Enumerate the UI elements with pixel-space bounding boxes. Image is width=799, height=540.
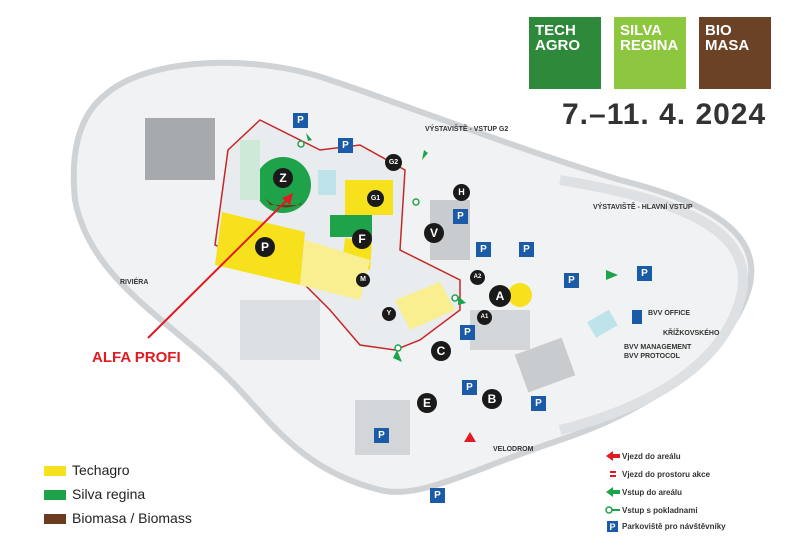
parking-icon: P [374,428,389,443]
pavilion-a-yellow [508,283,532,307]
entrance-arrow-5 [393,350,402,362]
techagro-area-light [300,240,370,300]
pavilion-a: A [489,285,511,307]
building-grey-6 [240,300,320,360]
building-grey-4 [355,400,410,455]
entrance-arrow-2 [422,150,428,160]
legend-techagro: Techagro [44,461,130,479]
parking-icon: P [476,242,491,257]
parking-icon: P [293,113,308,128]
parking-icon: P [531,396,546,411]
label-vstup-g2: VÝSTAVIŠTĚ - VSTUP G2 [425,126,509,133]
pavilion-c: C [431,341,451,361]
key-icons: P [605,451,620,532]
pavilion-z: Z [273,168,293,188]
green-strip [240,140,260,200]
parking-icon: P [519,242,534,257]
label-bvv-management: BVV MANAGEMENT [624,344,692,351]
alfa-profi-label: ALFA PROFI [92,349,181,366]
parking-icon [607,521,618,532]
label-velodrom: VELODROM [493,446,534,453]
pavilion-h: H [453,184,470,201]
building-grey-3 [514,337,576,393]
green-pond [318,170,336,195]
ring-road [558,175,748,435]
building-grey-1 [145,118,215,180]
ticket-entrance-1 [297,140,305,148]
pavilion-v: V [424,223,444,243]
entry-arrow-red [464,432,476,442]
techagro-area-y [395,282,455,330]
key-vjezd-arealu: Vjezd do areálu [622,452,681,461]
parking-icon: P [462,380,477,395]
ticket-entrance-2 [412,198,420,206]
swatch-techagro [44,466,66,477]
swatch-silva-regina [44,490,66,501]
entrance-arrow-3 [606,270,618,280]
parking-icon: P [453,209,468,224]
green-arrow-circle-icon [605,506,613,514]
entrance-arrow-1 [306,133,312,141]
green-arrow-icon [606,487,613,497]
pavilion-b: B [482,389,502,409]
parking-icon: P [460,325,475,340]
ticket-entrance-3 [451,294,459,302]
alfa-profi-arrow [147,196,291,339]
svg-text:P: P [610,522,616,532]
bvv-office-building [632,310,642,324]
label-krizkovskeho: KŘÍŽKOVSKÉHO [663,330,720,337]
label-hlavni-vstup: VÝSTAVIŠTĚ - HLAVNÍ VSTUP [593,204,693,211]
pavilion-m: M [356,273,370,287]
pavilion-g1: G1 [367,190,384,207]
pavilion-g2: G2 [385,154,402,171]
pavilion-a1: A1 [477,310,492,325]
event-dates: 7.–11. 4. 2024 [562,98,767,131]
pavilion-y: Y [382,307,396,321]
swatch-biomasa [44,514,66,525]
parking-icon: P [430,488,445,503]
parking-icon: P [637,266,652,281]
parking-icon: P [564,273,579,288]
key-parkoviste: Parkoviště pro návštěvníky [622,522,726,531]
label-riviera: RIVIÉRA [120,279,149,286]
label-bvv-protocol: BVV PROTOCOL [624,353,680,360]
pavilion-e: E [417,393,437,413]
parking-icon: P [338,138,353,153]
ticket-entrance-4 [394,344,402,352]
pavilion-a2: A2 [470,270,485,285]
legend-silva-regina: Silva regina [44,485,145,503]
entrance-arrow-4 [458,296,466,305]
pavilion-f: F [352,229,372,249]
double-arrow-icon [610,471,616,473]
key-vstup-arealu: Vstup do areálu [622,488,683,497]
key-vjezd-akce: Vjezd do prostoru akce [622,470,711,479]
legend-biomasa: Biomasa / Biomass [44,509,192,527]
pond-right [587,309,618,338]
alfa-profi-arrowhead [282,193,293,205]
red-arrow-icon [606,451,613,461]
label-bvv-office: BVV OFFICE [648,310,691,317]
biomasa-area-z [265,198,305,208]
key-vstup-pokladny: Vstup s pokladnami [622,506,698,515]
pavilion-p: P [255,237,275,257]
